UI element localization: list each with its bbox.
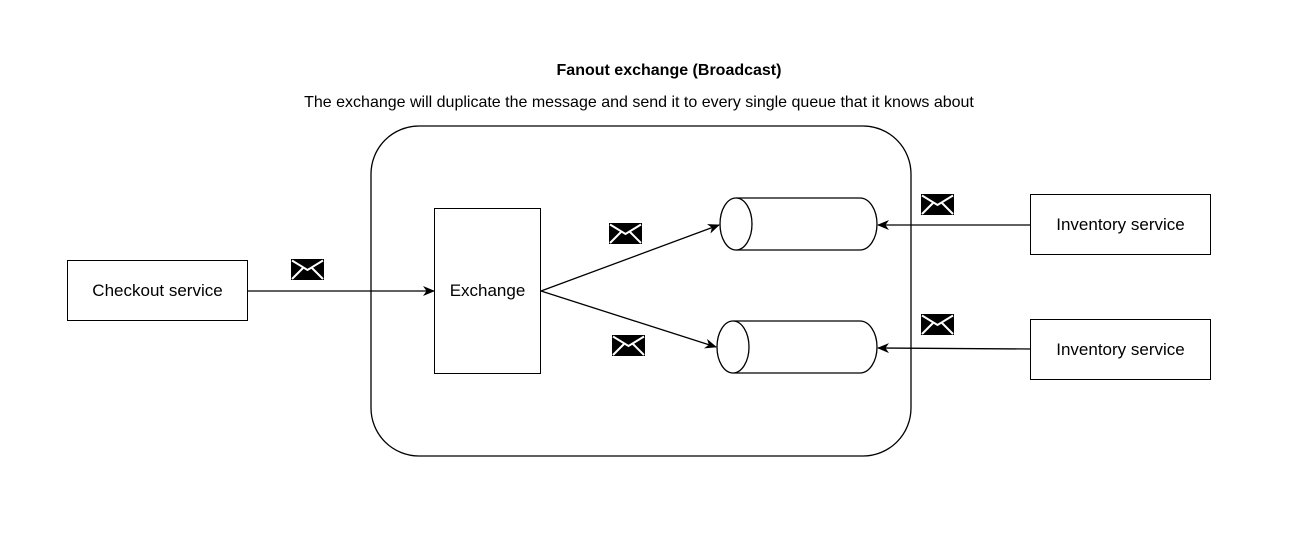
envelope-icon bbox=[611, 334, 646, 357]
inventory-service-top-label: Inventory service bbox=[1056, 214, 1185, 234]
checkout-service-node: Checkout service bbox=[67, 260, 248, 321]
envelope-icon bbox=[608, 222, 643, 245]
checkout-service-label: Checkout service bbox=[92, 280, 223, 300]
envelope-icon bbox=[290, 258, 325, 281]
inventory-service-bottom-node: Inventory service bbox=[1030, 319, 1211, 380]
arrow-exchange-to-queue-top bbox=[540, 224, 720, 292]
queue-bottom bbox=[716, 320, 878, 374]
envelope-icon bbox=[920, 313, 955, 336]
arrow-exchange-to-queue-bottom bbox=[540, 290, 717, 349]
inventory-service-bottom-label: Inventory service bbox=[1056, 339, 1185, 359]
inventory-service-top-node: Inventory service bbox=[1030, 194, 1211, 255]
diagram-subtitle: The exchange will duplicate the message … bbox=[304, 94, 974, 111]
arrow-queue-bottom-to-inventory bbox=[877, 343, 1031, 354]
queue-top bbox=[719, 197, 878, 251]
diagram-title: Fanout exchange (Broadcast) bbox=[556, 62, 782, 79]
envelope-icon bbox=[920, 193, 955, 216]
exchange-node: Exchange bbox=[434, 208, 541, 374]
exchange-label: Exchange bbox=[449, 281, 526, 300]
